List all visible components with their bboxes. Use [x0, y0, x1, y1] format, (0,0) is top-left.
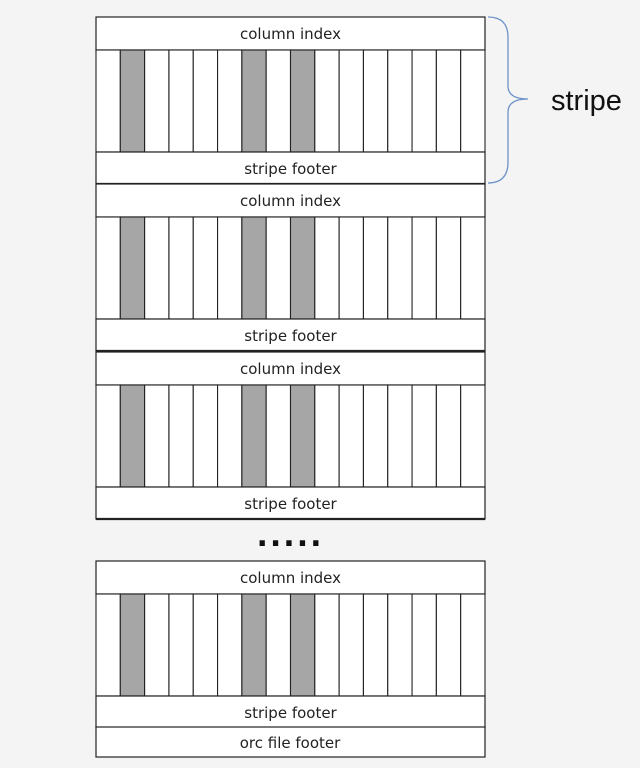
stripe-brace: stripe	[487, 16, 622, 184]
data-column	[435, 593, 462, 697]
highlighted-column	[241, 384, 267, 488]
column-index-label: column index	[240, 569, 341, 587]
data-column	[362, 384, 389, 488]
data-column	[338, 216, 364, 320]
highlighted-column	[241, 49, 267, 153]
data-column	[192, 216, 219, 320]
highlighted-column	[289, 216, 316, 320]
stripe-footer-label: stripe footer	[244, 327, 337, 345]
data-column	[460, 384, 486, 488]
highlighted-column	[119, 216, 146, 320]
data-column	[338, 49, 364, 153]
data-column	[95, 593, 121, 697]
data-column	[387, 216, 413, 320]
data-column	[168, 49, 194, 153]
data-column	[411, 216, 437, 320]
data-column	[387, 593, 413, 697]
data-column	[168, 593, 194, 697]
highlighted-column	[241, 216, 267, 320]
data-column	[411, 384, 437, 488]
data-column	[314, 49, 340, 153]
highlighted-column	[289, 384, 316, 488]
stripe: column index stripe footer	[95, 560, 486, 730]
stripe: column index stripe footer	[95, 351, 486, 521]
stripes-layer: column index stripe footer column index str…	[95, 16, 486, 730]
data-column	[362, 216, 389, 320]
data-column	[314, 593, 340, 697]
data-column	[95, 49, 121, 153]
data-column	[338, 384, 364, 488]
column-index-box	[95, 16, 486, 51]
data-column	[460, 216, 486, 320]
data-column	[314, 216, 340, 320]
ellipsis: .....	[257, 519, 324, 554]
data-column	[460, 593, 486, 697]
data-column	[435, 384, 462, 488]
data-column	[362, 49, 389, 153]
stripe-footer-label: stripe footer	[244, 704, 337, 722]
data-column	[265, 593, 292, 697]
highlighted-column	[289, 49, 316, 153]
data-column	[144, 593, 170, 697]
data-column	[387, 384, 413, 488]
data-column	[168, 216, 194, 320]
data-column	[192, 49, 219, 153]
stripe-footer-box	[95, 695, 486, 729]
column-index-label: column index	[240, 25, 341, 43]
orc-file-footer-box	[95, 726, 486, 758]
data-column	[95, 384, 121, 488]
data-column	[435, 49, 462, 153]
highlighted-column	[241, 593, 267, 697]
data-column	[217, 384, 243, 488]
stripe-footer-box	[95, 151, 486, 185]
column-index-box	[95, 560, 486, 595]
stripe-footer-label: stripe footer	[244, 495, 337, 513]
data-column	[411, 49, 437, 153]
stripe: column index stripe footer	[95, 183, 486, 353]
data-column	[217, 593, 243, 697]
data-column	[95, 216, 121, 320]
highlighted-column	[289, 593, 316, 697]
data-column	[362, 593, 389, 697]
data-column	[217, 216, 243, 320]
highlighted-column	[119, 49, 146, 153]
data-column	[460, 49, 486, 153]
stripe: column index stripe footer	[95, 16, 486, 186]
data-column	[144, 384, 170, 488]
orc-file-footer: orc file footer	[95, 726, 486, 758]
data-column	[144, 216, 170, 320]
data-column	[265, 384, 292, 488]
data-column	[144, 49, 170, 153]
stripe-footer-label: stripe footer	[244, 160, 337, 178]
stripe-brace-label: stripe	[551, 85, 622, 117]
stripe-brace-icon	[487, 16, 529, 184]
column-index-label: column index	[240, 192, 341, 210]
data-column	[435, 216, 462, 320]
data-column	[192, 593, 219, 697]
data-column	[411, 593, 437, 697]
data-column	[192, 384, 219, 488]
stripe-footer-box	[95, 318, 486, 352]
data-column	[168, 384, 194, 488]
data-column	[265, 49, 292, 153]
column-index-label: column index	[240, 360, 341, 378]
orc-file-footer-label: orc file footer	[240, 734, 341, 752]
data-column	[314, 384, 340, 488]
highlighted-column	[119, 384, 146, 488]
data-column	[387, 49, 413, 153]
highlighted-column	[119, 593, 146, 697]
stripe-footer-box	[95, 486, 486, 520]
column-index-box	[95, 351, 486, 386]
data-column	[338, 593, 364, 697]
data-column	[265, 216, 292, 320]
data-column	[217, 49, 243, 153]
